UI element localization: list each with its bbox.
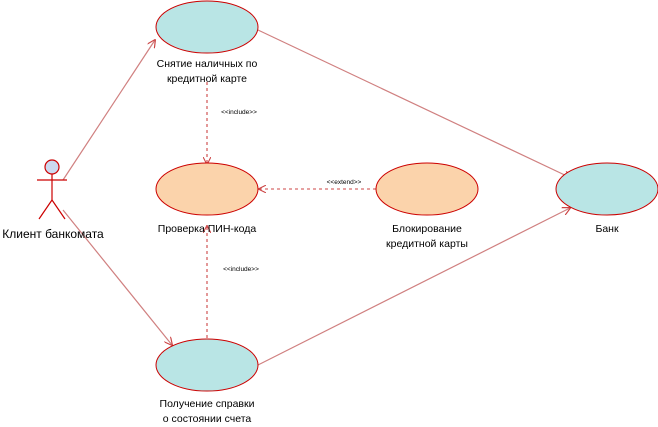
statement-label-line2: о состоянии счета xyxy=(162,413,252,425)
extend-stereotype: <<extend>> xyxy=(326,179,362,186)
use-case-block-label: Блокирование кредитной карты xyxy=(368,222,486,252)
use-case-pin-label: Проверка ПИН-кода xyxy=(157,223,257,235)
association-statement-bank xyxy=(257,208,570,366)
actor-label: Клиент банкомата xyxy=(2,227,104,241)
actor-right-leg xyxy=(51,199,66,220)
actor-left-leg xyxy=(38,199,53,220)
use-case-withdraw-label: Снятие наличных по кредитной карте xyxy=(148,57,266,87)
use-case-statement[interactable] xyxy=(155,338,259,392)
withdraw-label-line2: кредитной карте xyxy=(166,73,248,85)
include-top-stereotype: <<include>> xyxy=(221,109,257,116)
use-case-bank[interactable] xyxy=(555,162,658,216)
association-client-statement xyxy=(62,209,172,345)
use-case-block[interactable] xyxy=(375,162,479,216)
use-case-pin[interactable] xyxy=(155,162,259,216)
actor-head xyxy=(44,159,60,175)
block-label-line2: кредитной карты xyxy=(386,238,468,250)
withdraw-label-line1: Снятие наличных по xyxy=(156,58,258,70)
block-label-line1: Блокирование xyxy=(392,223,462,235)
use-case-bank-label: Банк xyxy=(595,223,619,235)
actor-figure[interactable] xyxy=(37,159,67,220)
use-case-withdraw[interactable] xyxy=(155,0,259,54)
use-case-statement-label: Получение справки о состоянии счета xyxy=(148,397,266,427)
include-bottom-stereotype: <<include>> xyxy=(223,266,259,273)
association-client-withdraw xyxy=(62,40,155,181)
association-withdraw-bank xyxy=(257,29,571,178)
statement-label-line1: Получение справки xyxy=(159,398,255,410)
